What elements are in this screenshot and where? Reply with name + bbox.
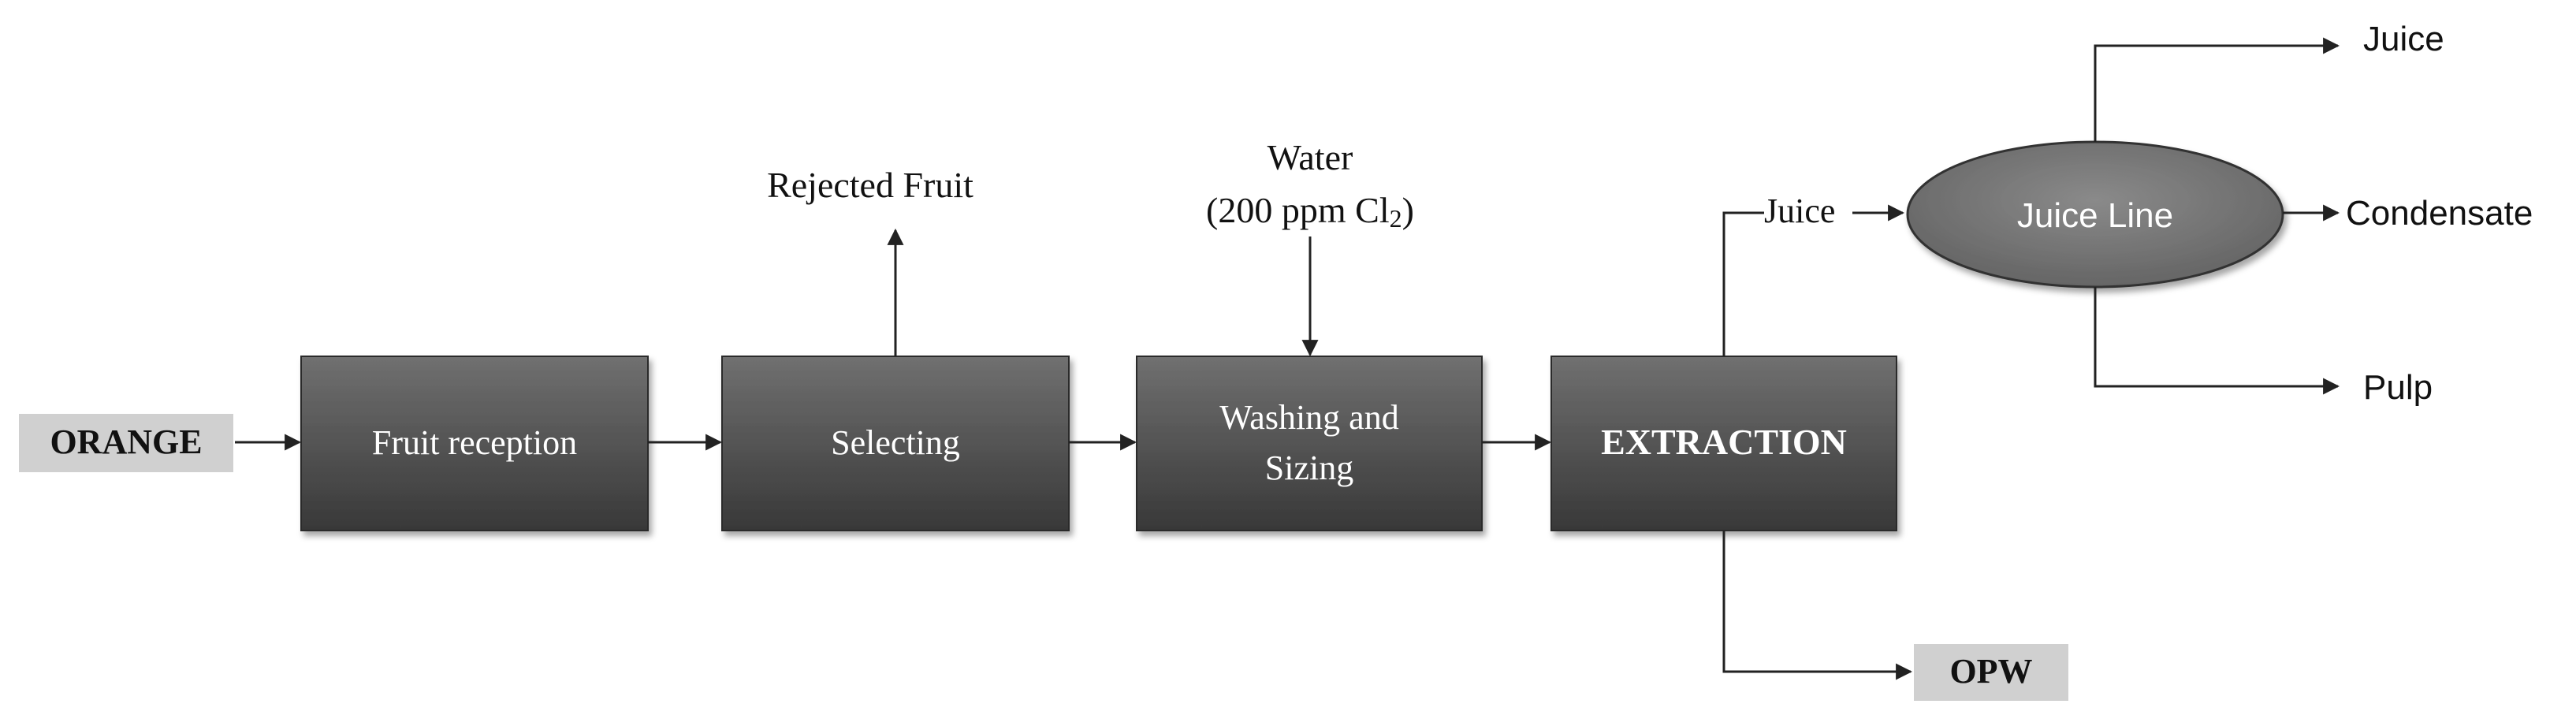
line-extraction-to-juice [1722, 211, 1764, 356]
juice-in-label: Juice [1764, 192, 1835, 230]
step-selecting-label: Selecting [831, 423, 960, 462]
water-concentration-label: (200 ppm Cl2) [1206, 190, 1414, 233]
step-fruit-reception: Fruit reception [300, 356, 649, 531]
step-extraction-label: EXTRACTION [1601, 422, 1847, 462]
orange-input-label: ORANGE [50, 423, 202, 461]
opw-label: OPW [1949, 652, 2032, 691]
step-selecting: Selecting [721, 356, 1070, 531]
arrow-extraction-to-opw [1722, 531, 1913, 680]
step-washing-label-line2: Sizing [1265, 449, 1353, 487]
opw-output-tag: OPW [1914, 644, 2068, 701]
step-fruit-reception-label: Fruit reception [372, 423, 577, 462]
juice-line-node: Juice Line [1906, 140, 2284, 289]
pulp-label: Pulp [2363, 368, 2433, 407]
step-washing-label-line1: Washing and [1219, 398, 1398, 437]
arrow-juice-line-to-pulp [2094, 287, 2340, 395]
step-extraction: EXTRACTION [1550, 356, 1897, 531]
water-label: Water [1268, 137, 1353, 177]
juice-out-label: Juice [2363, 20, 2444, 58]
arrow-juice-line-to-juice [2094, 37, 2340, 142]
step-washing-sizing: Washing and Sizing [1136, 356, 1483, 531]
juice-line-label: Juice Line [2017, 196, 2173, 235]
condensate-label: Condensate [2346, 194, 2533, 233]
orange-input-tag: ORANGE [19, 414, 233, 472]
rejected-fruit-label: Rejected Fruit [767, 165, 973, 205]
